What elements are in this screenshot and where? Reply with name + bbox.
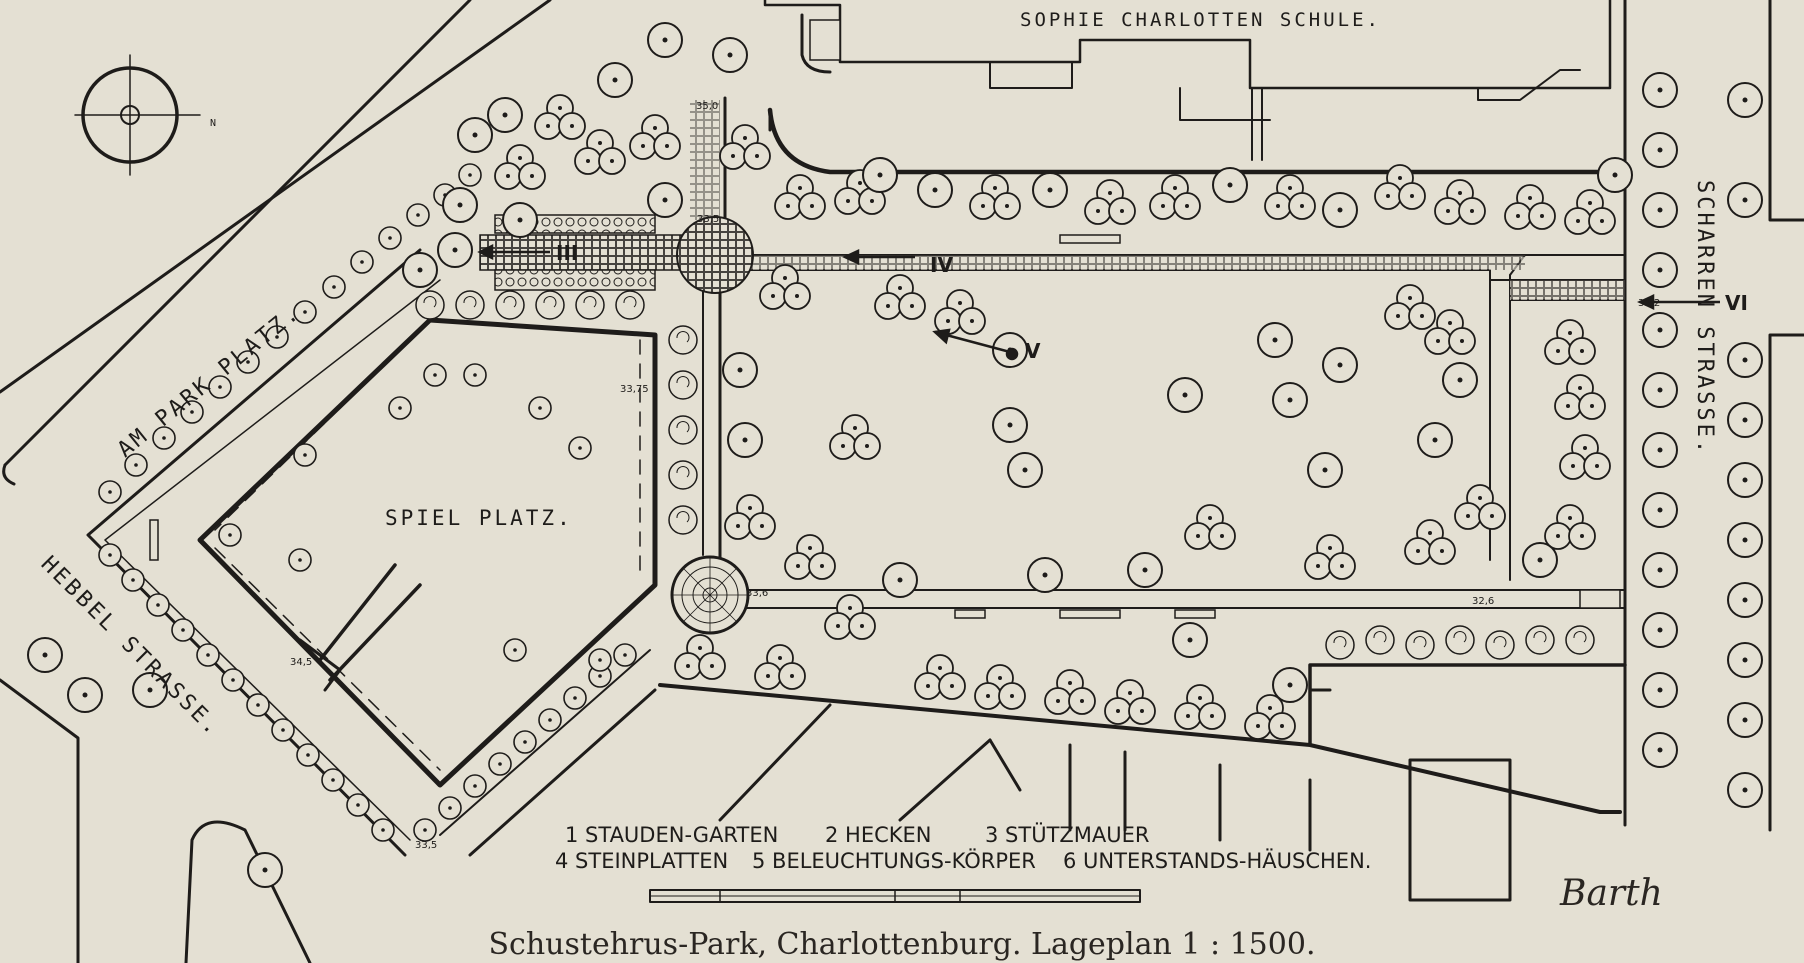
legend-item: 3 STÜTZMAUER <box>985 822 1150 847</box>
elevation-label: 33,6 <box>746 588 768 599</box>
elevation-label: 33,75 <box>620 384 649 395</box>
viewpoint-label: VI <box>1725 291 1748 315</box>
elevation-label: 32,6 <box>1472 596 1494 607</box>
viewpoint-label: III <box>556 241 578 265</box>
label-school: SOPHIE CHARLOTTEN SCHULE. <box>1020 9 1381 31</box>
viewpoint-label: V <box>1025 339 1041 363</box>
caption: Schustehrus-Park, Charlottenburg. Lagepl… <box>489 927 1316 962</box>
legend-item: 4 STEINPLATTEN <box>555 849 728 873</box>
elevation-label: 33,5 <box>415 840 437 851</box>
elevation-label: 34,5 <box>290 657 312 668</box>
legend-item: 6 UNTERSTANDS-HÄUSCHEN. <box>1063 848 1371 873</box>
legend: 1 STAUDEN-GARTEN 2 HECKEN 3 STÜTZMAUER 4… <box>555 822 1371 873</box>
viewpoint-label: IV <box>930 253 953 277</box>
elevation-label: 35,0 <box>696 101 718 112</box>
label-scharren-strasse: SCHARREN STRASSE. <box>1692 180 1717 456</box>
signature: Barth <box>1559 873 1663 914</box>
legend-item: 2 HECKEN <box>825 823 932 847</box>
legend-item: 1 STAUDEN-GARTEN <box>565 823 778 847</box>
elevation-label: 33,5 <box>697 214 719 225</box>
label-north: N <box>210 118 219 129</box>
elevation-label: 33,2 <box>1638 298 1660 309</box>
label-spielplatz: SPIEL PLATZ. <box>385 506 573 530</box>
legend-item: 5 BELEUCHTUNGS-KÖRPER <box>752 848 1036 873</box>
